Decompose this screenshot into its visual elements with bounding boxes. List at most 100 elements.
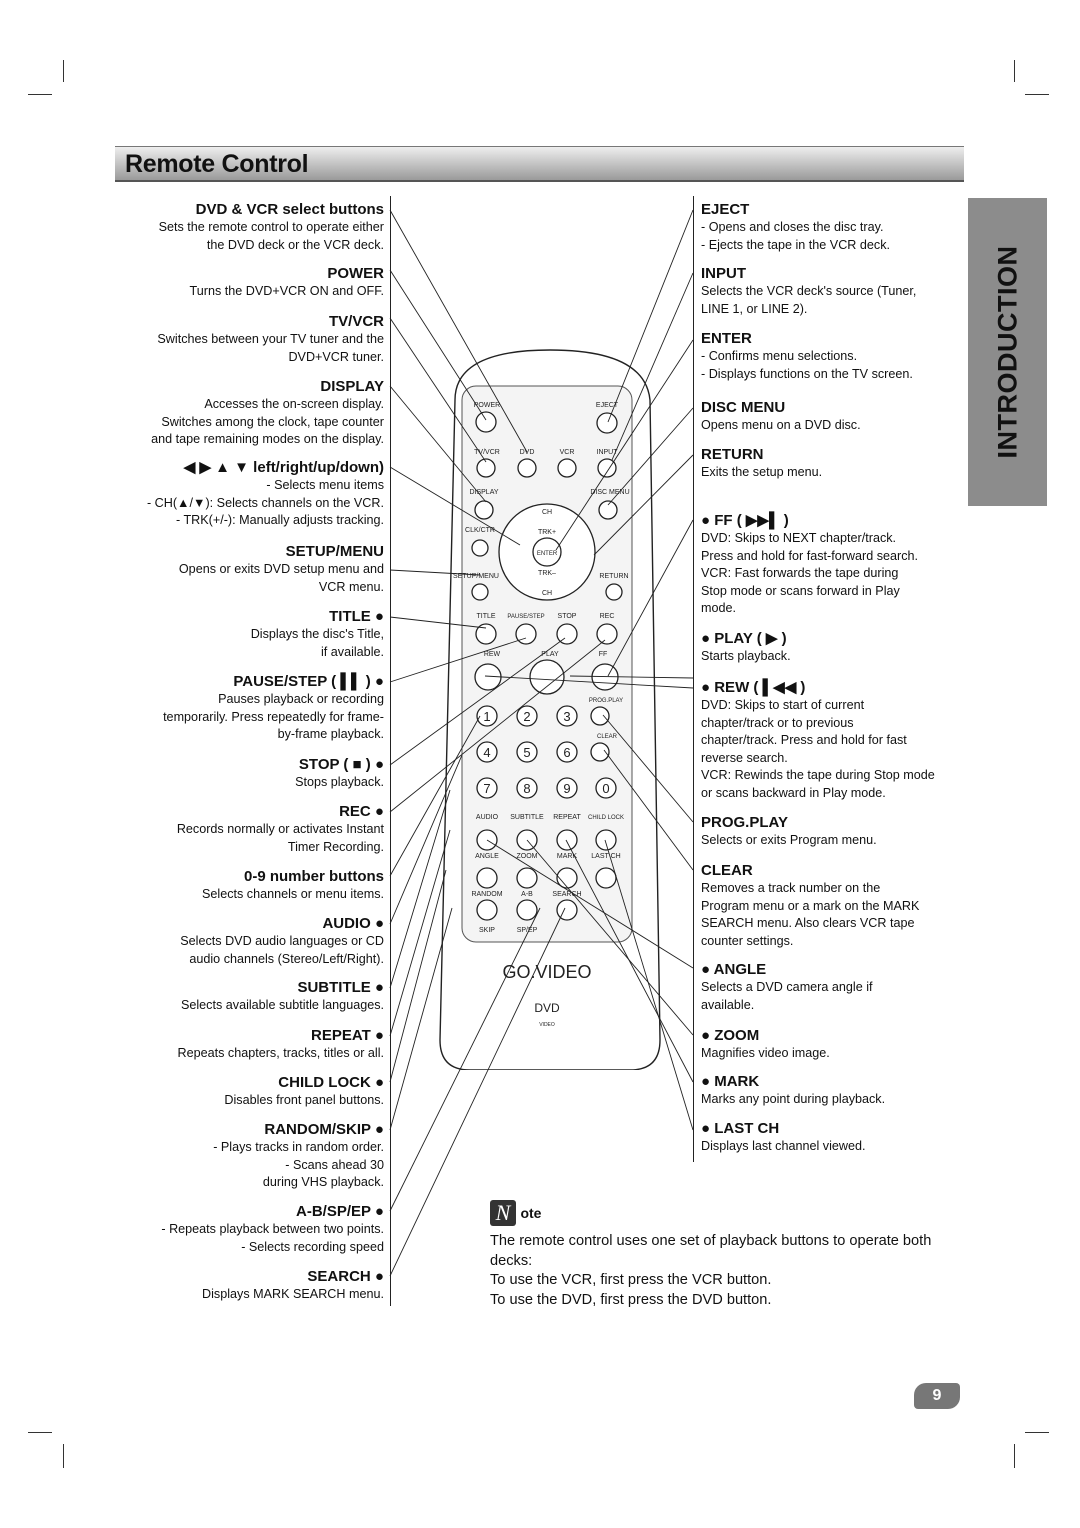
right-heading: ● MARK: [701, 1073, 760, 1090]
right-text: Selects or exits Program menu.: [701, 833, 877, 847]
remote-button-num9: [595, 777, 617, 799]
remote-label-tvvcr: TV/VCR: [474, 449, 500, 456]
left-text: Repeats chapters, tracks, titles or all.: [177, 1046, 384, 1060]
remote-label-input: INPUT: [597, 449, 619, 456]
right-text: Starts playback.: [701, 649, 791, 663]
right-text: Magnifies video image.: [701, 1046, 830, 1060]
remote-button-num2: [556, 705, 578, 727]
right-text: - Opens and closes the disc tray.: [701, 220, 884, 234]
left-text: Selects available subtitle languages.: [180, 998, 384, 1012]
remote-label-discmenu: DISC MENU: [590, 489, 629, 496]
remote-label-repeat: REPEAT: [553, 814, 581, 821]
right-heading: RETURN: [701, 446, 764, 463]
right-text: chapter/track. Press and hold for fast: [701, 733, 907, 747]
right-text: Displays last channel viewed.: [701, 1139, 866, 1153]
remote-label-zoom: ZOOM: [517, 853, 538, 860]
remote-button-num6: [476, 777, 498, 799]
remote-label-lastch: LAST CH: [591, 853, 620, 860]
remote-number-label: 6: [563, 745, 570, 760]
left-heading: TV/VCR: [328, 313, 384, 330]
left-item: SEARCH ●Displays MARK SEARCH menu.: [100, 1268, 384, 1304]
left-text: - Scans ahead 30: [285, 1157, 384, 1172]
left-text: and tape remaining modes on the display.: [151, 432, 384, 446]
remote-button-display: [474, 500, 494, 520]
section-title-bar: Remote Control: [115, 146, 964, 182]
right-text: DVD: Skips to NEXT chapter/track.: [701, 531, 897, 545]
left-heading: SEARCH ●: [307, 1268, 384, 1285]
right-text: - Confirms menu selections.: [701, 349, 858, 363]
remote-button-num7: [516, 777, 538, 799]
right-text: mode.: [701, 601, 737, 615]
remote-label-title: TITLE: [476, 613, 495, 620]
left-text: Sets the remote control to operate eithe…: [158, 220, 384, 234]
right-heading: ENTER: [701, 330, 752, 347]
right-text: VCR: Fast forwards the tape during: [701, 566, 899, 580]
remote-label-ff: FF: [599, 651, 608, 658]
remote-button-clkctr: [471, 539, 489, 557]
remote-button-vcr: [557, 458, 577, 478]
remote-label-progplay: PROG.PLAY: [589, 698, 623, 704]
right-text: DVD: Skips to start of current: [701, 698, 865, 712]
right-text: reverse search.: [701, 750, 788, 765]
remote-button-dvd: [517, 458, 537, 478]
left-heading: 0-9 number buttons: [243, 868, 384, 885]
left-text: Opens or exits DVD setup menu and: [178, 562, 384, 576]
right-heading: ● REW ( ▌◀◀ ): [701, 679, 806, 696]
left-heading: A-B/SP/EP ●: [296, 1203, 384, 1220]
right-text: Removes a track number on the: [701, 881, 881, 895]
left-text: Records normally or activates Instant: [176, 822, 384, 836]
page-title: Remote Control: [125, 150, 309, 178]
right-heading: EJECT: [701, 201, 750, 218]
left-item: TV/VCR Switches between your TV tuner and…: [100, 313, 384, 366]
remote-button-func22: [556, 867, 578, 889]
note-line-3: To use the DVD, first press the DVD butt…: [490, 1291, 772, 1308]
remote-label-display: DISPLAY: [469, 489, 498, 496]
remote-button-row1: [515, 623, 537, 645]
left-text: Pauses playback or recording: [218, 692, 384, 706]
remote-number-label: 2: [523, 709, 530, 724]
remote-label-trkp: TRK+: [538, 529, 556, 536]
remote-label-eject: EJECT: [596, 402, 619, 409]
left-text: VCR menu.: [318, 579, 384, 594]
remote-label-stop: STOP: [558, 613, 577, 620]
remote-button-num0: [476, 705, 498, 727]
right-text: VCR: Rewinds the tape during Stop mode: [701, 768, 935, 782]
remote-button-row0: [475, 623, 497, 645]
remote-button-row2: [556, 623, 578, 645]
remote-number-label: 8: [523, 781, 530, 796]
left-text: Switches between your TV tuner and the: [157, 332, 384, 346]
remote-button-num8: [556, 777, 578, 799]
left-heading: STOP ( ■ ) ●: [298, 756, 384, 773]
left-text: Selects DVD audio languages or CD: [180, 934, 384, 948]
left-heading: PAUSE/STEP ( ▌▌ ) ●: [233, 673, 384, 690]
remote-button-play: [529, 659, 565, 695]
right-heading: DISC MENU: [701, 399, 786, 416]
right-text: Selects the VCR deck's source (Tuner,: [701, 284, 917, 298]
note-line-2: To use the VCR, first press the VCR butt…: [490, 1272, 772, 1288]
remote-label-power: POWER: [474, 402, 500, 409]
left-divider: [390, 196, 391, 1306]
left-item: REPEAT ●Repeats chapters, tracks, titles…: [100, 1027, 384, 1063]
left-text: if available.: [320, 644, 384, 659]
left-heading: DVD & VCR select buttons: [195, 201, 384, 218]
left-heading: SUBTITLE ●: [297, 979, 384, 996]
page-number: 9: [914, 1383, 960, 1409]
right-text: Stop mode or scans forward in Play: [701, 583, 900, 598]
remote-button-func2: [556, 829, 578, 851]
remote-label-ab: A-B: [521, 891, 533, 898]
remote-label-search: SEARCH: [552, 891, 581, 898]
remote-label-rec: REC: [600, 613, 615, 620]
right-text: Marks any point during playback.: [701, 1092, 886, 1106]
right-divider: [693, 196, 694, 1162]
remote-button-num1: [516, 705, 538, 727]
remote-number-label: 9: [563, 781, 570, 796]
remote-button-setup: [471, 583, 489, 601]
left-text: Switches among the clock, tape counter: [161, 414, 384, 429]
left-text: the DVD deck or the VCR deck.: [206, 237, 384, 252]
right-text: Program menu or a mark on the MARK: [701, 898, 920, 913]
left-item: TITLE ●Displays the disc's Title,if avai…: [100, 608, 384, 661]
left-heading: DISPLAY: [320, 378, 384, 395]
